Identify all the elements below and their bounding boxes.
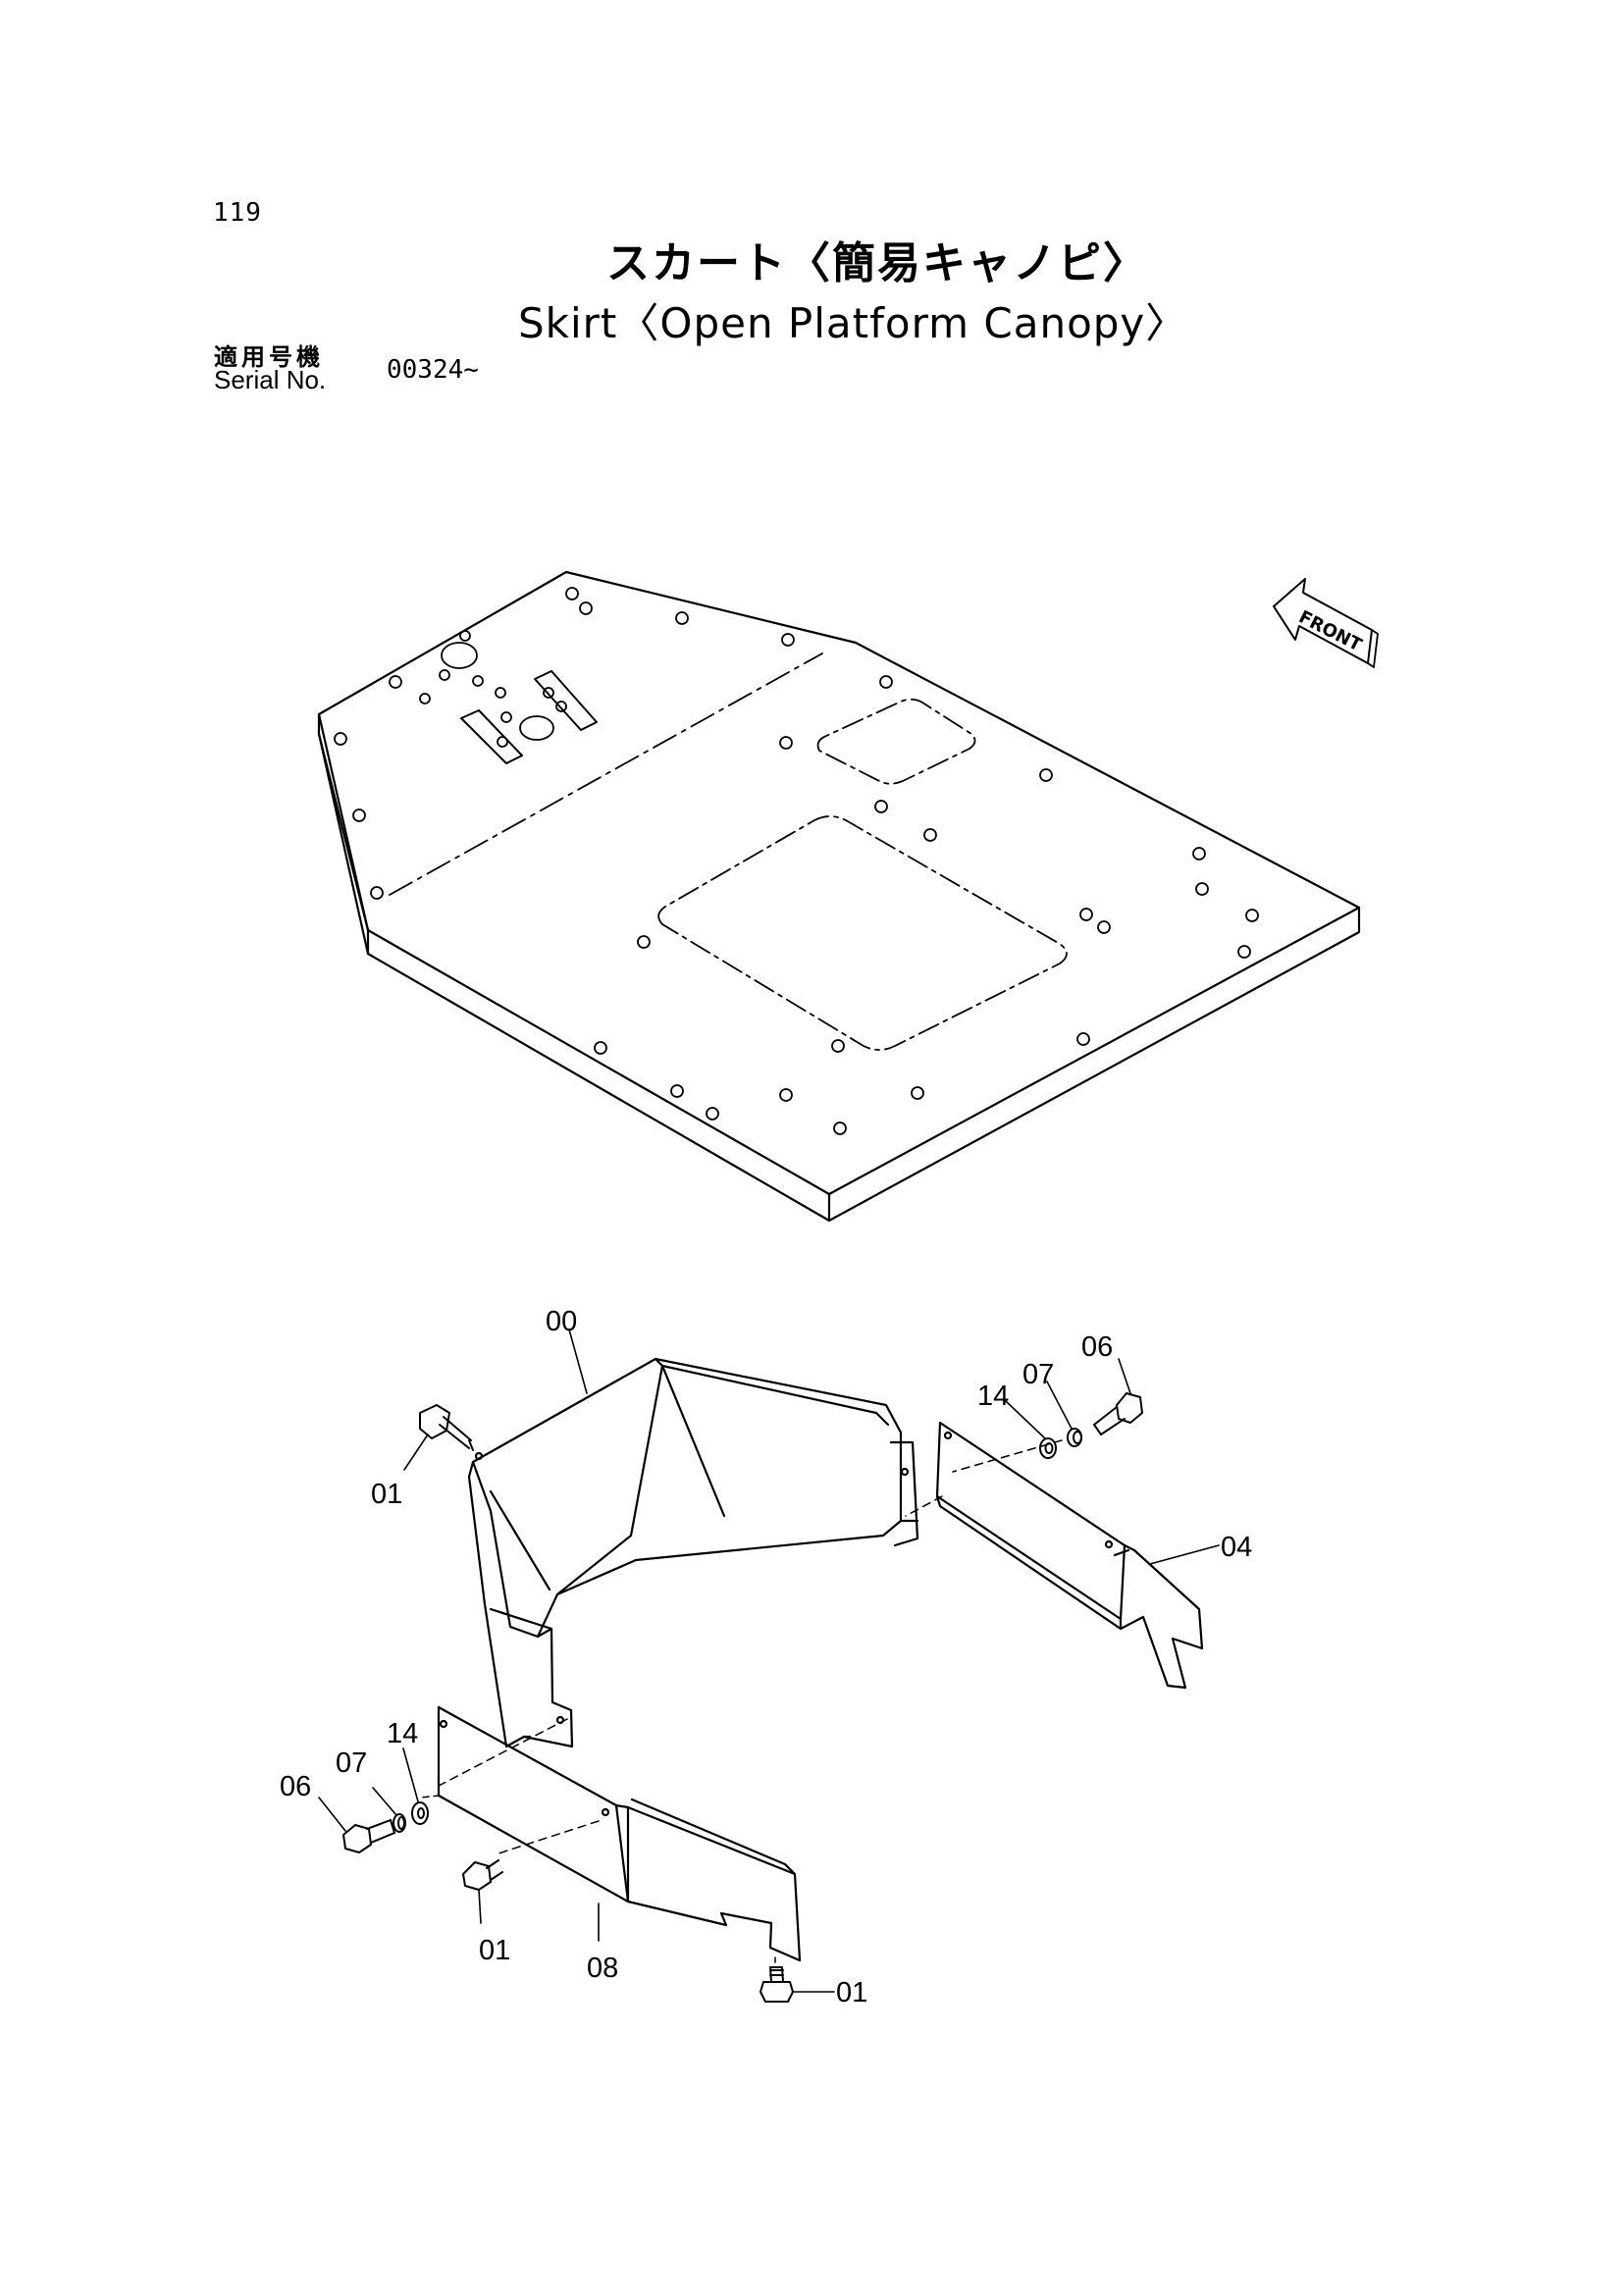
- callout-00: 00: [546, 1306, 577, 1337]
- callout-06-lower: 06: [280, 1771, 311, 1802]
- skirt-main-part-00: [467, 1357, 919, 1748]
- washer-14-upper: [1039, 1437, 1057, 1459]
- bolt-01-bottom: [760, 1966, 794, 2003]
- callout-01-lower: 01: [479, 1935, 510, 1966]
- serial-label-japanese: 適用号機: [214, 343, 324, 371]
- spring-washer-07-upper: [1067, 1428, 1082, 1447]
- cover-part-04: [905, 1421, 1204, 1690]
- title-japanese: スカート〈簡易キャノピ〉: [606, 238, 1148, 288]
- callout-07-lower: 07: [336, 1747, 367, 1779]
- serial-label-english: Serial No.: [214, 365, 327, 394]
- callout-14-lower: 14: [387, 1718, 418, 1749]
- page-number: 119: [213, 198, 262, 228]
- callout-04: 04: [1221, 1532, 1252, 1563]
- serial-number-range: 00324~: [387, 355, 479, 385]
- bolt-01-upper-left: [419, 1404, 474, 1451]
- front-arrow-icon: FRONT: [1273, 578, 1379, 668]
- callout-01-bottom: 01: [836, 1977, 867, 2008]
- leader-lines: [318, 1329, 1220, 1993]
- bolt-06-lower-left: [342, 1819, 395, 1853]
- title-english: Skirt〈Open Platform Canopy〉: [518, 299, 1188, 347]
- callout-08: 08: [587, 1953, 618, 1984]
- cover-part-08: [419, 1705, 802, 1963]
- bolt-01-lower-middle: [462, 1859, 503, 1891]
- callout-14-upper: 14: [977, 1381, 1009, 1412]
- bolt-06-upper-right: [1093, 1392, 1143, 1435]
- floor-plate: [317, 570, 1361, 1223]
- front-arrow-label: FRONT: [1295, 606, 1365, 655]
- callout-06-upper: 06: [1081, 1331, 1113, 1363]
- washer-14-lower: [411, 1801, 429, 1825]
- callout-01-upper: 01: [371, 1479, 402, 1510]
- callout-07-upper: 07: [1022, 1359, 1054, 1390]
- spring-washer-07-lower: [393, 1813, 406, 1833]
